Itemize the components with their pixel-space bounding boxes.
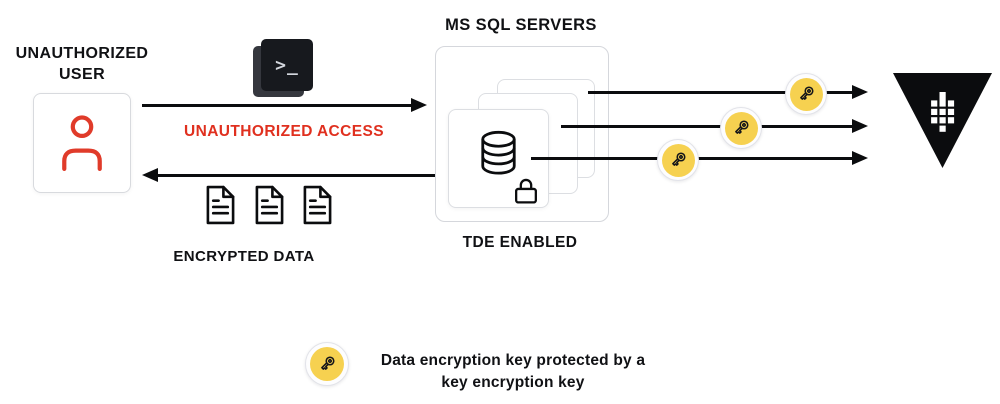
key-badge-3 (657, 139, 699, 181)
sql-servers-title: MS SQL SERVERS (445, 16, 597, 34)
unauthorized-user-label-line2: USER (58, 66, 106, 83)
lock-icon (515, 178, 537, 204)
user-icon (62, 115, 102, 171)
legend-text: Data encryption key protected by a key e… (363, 350, 663, 394)
key-arrowhead-icon-1 (852, 85, 868, 99)
key-icon (735, 120, 749, 134)
unauthorized-access-arrow-line (142, 104, 411, 107)
key-icon (321, 356, 335, 370)
database-icon (481, 130, 516, 175)
document-icon (303, 185, 332, 225)
unauthorized-user-box (33, 93, 131, 193)
legend-key-circle (310, 347, 344, 381)
key-badge-circle (661, 143, 695, 177)
tde-enabled-label: TDE ENABLED (462, 234, 578, 251)
encrypted-data-arrow-line (158, 174, 435, 177)
unauthorized-user-label-line1: UNAUTHORIZED (15, 45, 149, 62)
legend-text-line1: Data encryption key protected by a (380, 352, 646, 369)
key-arrow-line-2 (561, 125, 852, 128)
encrypted-data-arrowhead-icon (142, 168, 158, 182)
encrypted-data-label: ENCRYPTED DATA (173, 248, 315, 265)
key-badge-1 (785, 73, 827, 115)
unauthorized-access-label: UNAUTHORIZED ACCESS (184, 123, 384, 140)
terminal-prompt: >_ (275, 54, 299, 76)
key-arrowhead-icon-3 (852, 151, 868, 165)
key-arrowhead-icon-2 (852, 119, 868, 133)
vault-logo (893, 73, 992, 168)
key-badge-2 (720, 107, 762, 149)
terminal-icon: >_ (253, 39, 314, 97)
legend-key-badge (305, 342, 349, 386)
key-badge-circle (789, 77, 823, 111)
document-icon (255, 185, 284, 225)
terminal-icon-window: >_ (261, 39, 313, 91)
legend-text-line2: key encryption key (441, 374, 585, 391)
key-badge-circle (724, 111, 758, 145)
unauthorized-access-arrowhead-icon (411, 98, 427, 112)
key-icon (672, 152, 686, 166)
key-icon (800, 86, 814, 100)
unauthorized-user-label: UNAUTHORIZED USER (5, 43, 159, 85)
document-icon (206, 185, 235, 225)
key-arrow-line-1 (588, 91, 852, 94)
